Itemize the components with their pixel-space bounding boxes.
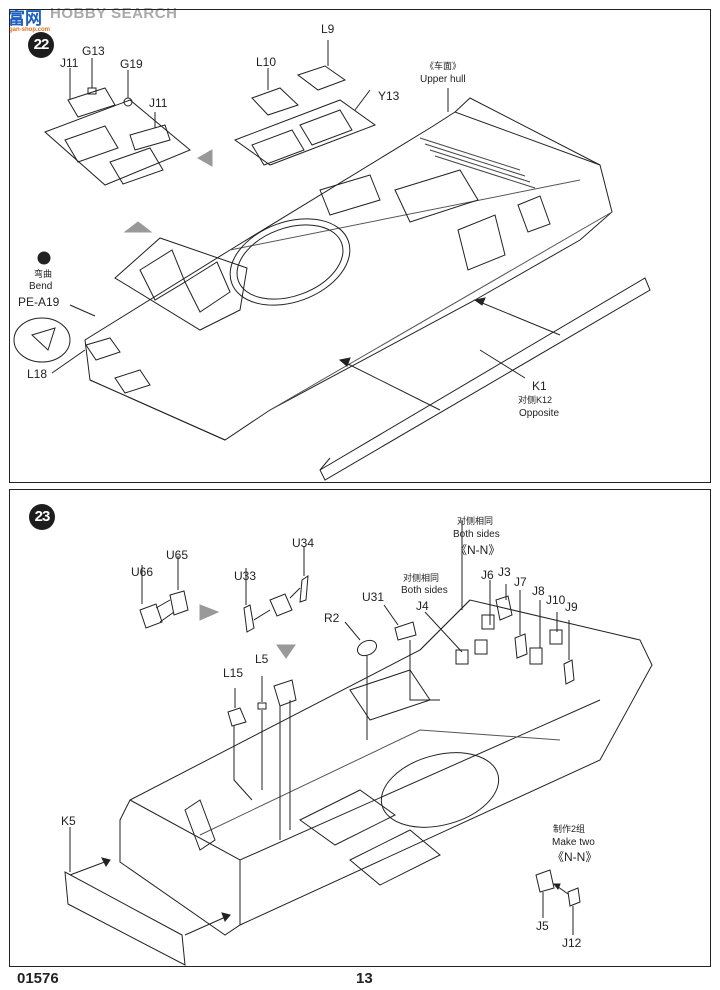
j3-part — [495, 595, 513, 621]
label-bend-en: Bend — [29, 281, 53, 292]
label-both-sides-cn-2: 对侧相同 — [403, 573, 440, 583]
u65-part — [169, 590, 189, 616]
label-u33: U33 — [234, 569, 257, 583]
round-hatch — [229, 218, 351, 306]
upper-hull-outline — [84, 111, 613, 441]
bend-icon — [37, 251, 51, 265]
label-l18: L18 — [27, 367, 48, 381]
label-nn-1: 《N-N》 — [455, 543, 501, 557]
label-j12: J12 — [562, 936, 582, 950]
label-both-sides-cn-1: 对侧相同 — [457, 516, 494, 526]
l5-part — [257, 702, 267, 710]
hatch-plate-center — [114, 237, 248, 331]
u33-part — [243, 604, 255, 633]
watermark-url: gan-shop.com — [9, 27, 51, 33]
label-l9: L9 — [321, 22, 335, 36]
label-j3: J3 — [498, 565, 511, 579]
hatch-lower — [114, 369, 151, 394]
label-r2: R2 — [324, 611, 340, 625]
label-u31: U31 — [362, 590, 385, 604]
label-u66: U66 — [131, 565, 154, 579]
label-upper-hull-en: Upper hull — [420, 74, 466, 85]
label-k1: K1 — [532, 379, 547, 393]
label-l10: L10 — [256, 55, 277, 69]
label-j6: J6 — [481, 568, 494, 582]
label-u34: U34 — [292, 536, 315, 550]
j6-part-a — [474, 639, 488, 655]
label-u65: U65 — [166, 548, 189, 562]
k1-rail — [319, 277, 651, 481]
j5-part — [535, 869, 555, 893]
label-j5: J5 — [536, 919, 549, 933]
catalog-number: 01576 — [17, 970, 59, 987]
j12-part — [567, 887, 581, 907]
l15-part — [227, 707, 247, 727]
square-hatch-1 — [319, 174, 381, 216]
side-window-1 — [457, 214, 506, 271]
label-j11-a: J11 — [60, 56, 79, 70]
label-j9: J9 — [565, 600, 578, 614]
label-k1-opposite-en: Opposite — [519, 408, 560, 419]
label-j10: J10 — [546, 593, 566, 607]
watermark-cn-logo: 富网 — [8, 9, 42, 28]
label-both-sides-en-2: Both sides — [401, 585, 448, 596]
step-22-panel — [9, 9, 711, 483]
l9-cover — [296, 65, 347, 91]
lower-hull-outline — [119, 599, 653, 936]
label-g19: G19 — [120, 57, 143, 71]
label-j4: J4 — [416, 599, 429, 613]
label-k1-opposite-cn: 对侧K12 — [518, 395, 553, 405]
label-l5: L5 — [255, 652, 269, 666]
l5-bracket — [273, 679, 297, 707]
j8-part — [529, 647, 543, 665]
l10-cover — [251, 87, 299, 116]
j9-part — [563, 659, 575, 685]
label-bend-cn: 弯曲 — [34, 269, 53, 279]
hatch-plate-left — [44, 99, 191, 186]
label-j8: J8 — [532, 584, 545, 598]
square-hatch-2 — [394, 169, 479, 223]
step-22-number-badge: 22 — [28, 32, 54, 58]
page-number: 13 — [356, 970, 373, 987]
label-l15: L15 — [223, 666, 244, 680]
label-pe-a19: PE-A19 — [18, 295, 60, 309]
turret-ring — [380, 752, 500, 828]
side-window-2 — [517, 195, 551, 233]
label-g13: G13 — [82, 44, 105, 58]
pe-part-callout — [13, 317, 71, 363]
j6-part-b — [481, 614, 495, 630]
r2-part — [356, 639, 378, 657]
j11-b-cover — [129, 124, 171, 151]
y13-plate — [233, 99, 377, 166]
u34-part — [299, 575, 309, 603]
label-j7: J7 — [514, 575, 527, 589]
label-nn-2: 《N-N》 — [552, 850, 598, 864]
u33-u34-block — [269, 593, 293, 617]
label-k5: K5 — [61, 814, 76, 828]
j11-a-cover — [67, 87, 116, 118]
u66-part — [139, 603, 163, 629]
label-y13: Y13 — [378, 89, 400, 103]
j7-part — [514, 633, 528, 659]
step-23-number-badge: 23 — [29, 504, 55, 530]
step-23-panel — [9, 489, 711, 967]
j10-part — [549, 629, 563, 645]
label-both-sides-en-1: Both sides — [453, 529, 500, 540]
k5-plate — [64, 871, 186, 966]
label-upper-hull-cn: 《车面》 — [425, 61, 462, 71]
j4-part — [455, 649, 469, 665]
l18-part — [85, 337, 121, 361]
label-make-two-en: Make two — [552, 837, 595, 848]
u31-part — [394, 621, 417, 641]
label-make-two-cn: 制作2组 — [553, 824, 586, 834]
label-j11-b: J11 — [149, 96, 168, 110]
